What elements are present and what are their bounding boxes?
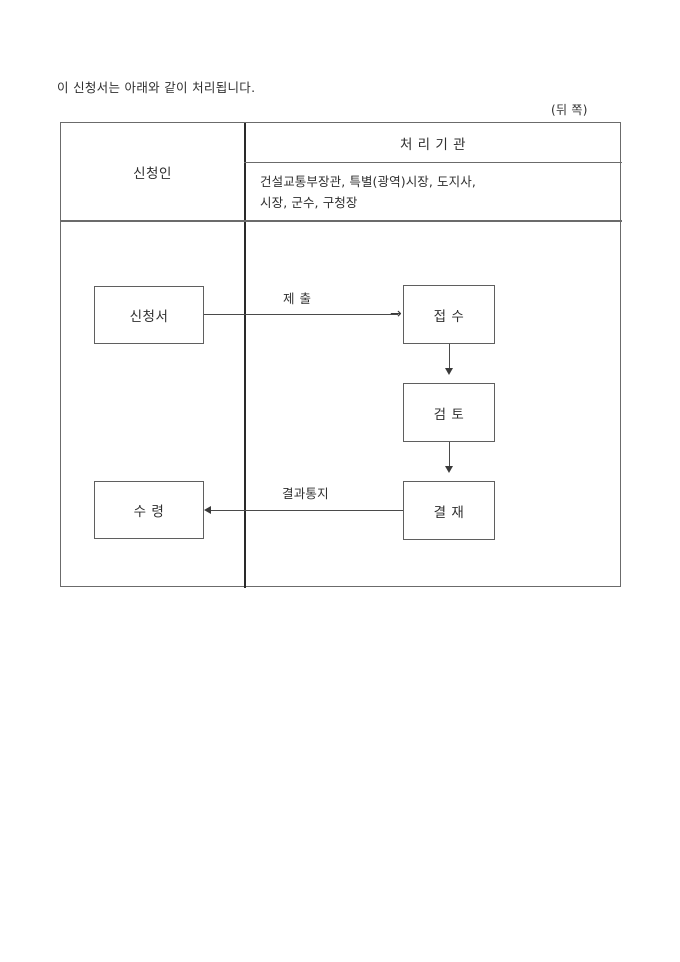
intro-text: 이 신청서는 아래와 같이 처리됩니다. (57, 80, 256, 95)
arrow-down-icon-2 (445, 466, 453, 473)
submit-connector-line (204, 314, 398, 316)
column-divider (244, 123, 246, 588)
agency-list-line-2: 시장, 군수, 구청장 (260, 195, 358, 210)
arrow-right-icon: → (390, 306, 402, 322)
flow-node-review: 검 토 (403, 383, 495, 442)
process-flow-diagram: 신청서 → 제 출 접 수 검 토 결 재 결과통지 수 령 (61, 220, 622, 586)
agency-list-line-1: 건설교통부장관, 특별(광역)시장, 도지사, (260, 174, 476, 189)
process-table: 신청인 처 리 기 관 건설교통부장관, 특별(광역)시장, 도지사, 시장, … (60, 122, 622, 588)
review-to-approval-line (449, 442, 451, 470)
agency-column-header: 처 리 기 관 (399, 136, 467, 153)
agency-list: 건설교통부장관, 특별(광역)시장, 도지사, 시장, 군수, 구청장 (244, 162, 622, 220)
applicant-column-header: 신청인 (133, 165, 172, 182)
page-side-marker: (뒤 쪽) (551, 103, 588, 117)
flow-node-pickup: 수 령 (94, 481, 204, 539)
flow-node-receipt: 접 수 (403, 285, 495, 344)
header-bottom-rule (61, 220, 622, 222)
agency-header-rule (244, 162, 622, 164)
flow-node-approval: 결 재 (403, 481, 495, 540)
receipt-to-review-line (449, 344, 451, 372)
flow-node-application-form: 신청서 (94, 286, 204, 344)
arrow-left-icon (204, 506, 211, 514)
arrow-down-icon-1 (445, 368, 453, 375)
result-notice-connector-line (209, 510, 403, 512)
edge-label-submit: 제 출 (283, 291, 312, 306)
edge-label-result-notice: 결과통지 (282, 486, 329, 501)
